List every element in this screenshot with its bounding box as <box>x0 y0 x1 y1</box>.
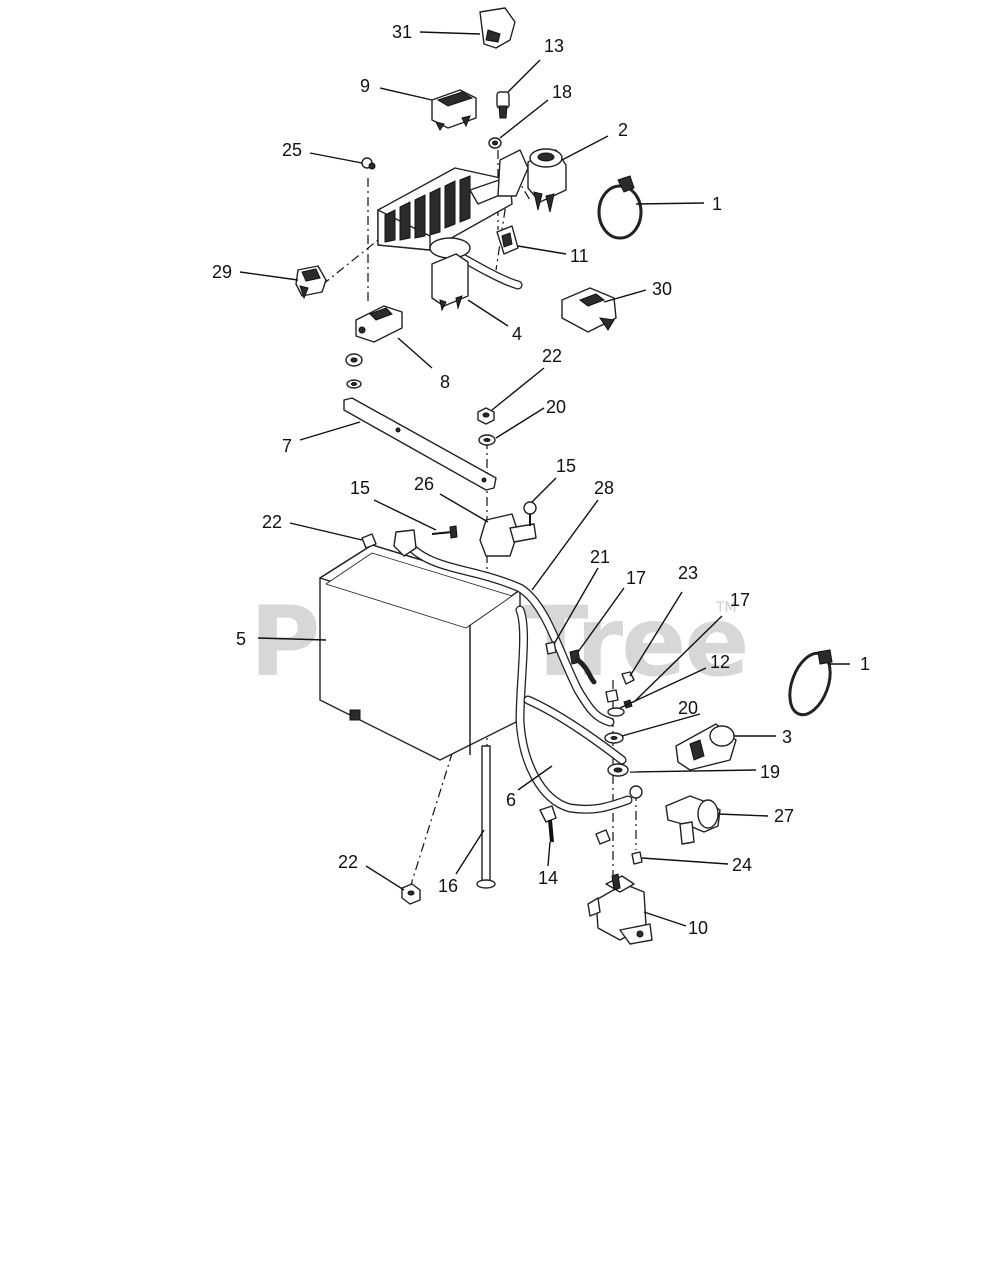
callout-20-top[interactable]: 20 <box>546 397 566 417</box>
callout-9[interactable]: 9 <box>360 76 370 96</box>
callout-17-left[interactable]: 17 <box>626 568 646 588</box>
callout-16[interactable]: 16 <box>438 876 458 896</box>
callout-17-right[interactable]: 17 <box>730 590 750 610</box>
callout-4[interactable]: 4 <box>512 324 522 344</box>
connector-part-11[interactable] <box>496 225 519 255</box>
switch-part-29[interactable] <box>295 265 327 300</box>
callout-25[interactable]: 25 <box>282 140 302 160</box>
callout-28[interactable]: 28 <box>594 478 614 498</box>
callout-18[interactable]: 18 <box>552 82 572 102</box>
callout-29[interactable]: 29 <box>212 262 232 282</box>
callout-14[interactable]: 14 <box>538 868 558 888</box>
callout-11[interactable]: 11 <box>570 246 589 266</box>
screw-part-15-right[interactable] <box>523 501 537 526</box>
callout-3[interactable]: 3 <box>782 727 792 747</box>
nut-part-18[interactable] <box>488 137 502 149</box>
bolt-part-16[interactable] <box>476 745 496 889</box>
terminal-boot-part-26[interactable] <box>479 513 537 557</box>
callout-22-top[interactable]: 22 <box>542 346 562 366</box>
nut-part-22-top[interactable] <box>477 407 495 425</box>
cable-tie-part-1-right[interactable] <box>782 648 838 720</box>
lock-washer-part-12[interactable] <box>607 707 625 717</box>
callout-31[interactable]: 31 <box>392 22 412 42</box>
bolt-part-15-left[interactable] <box>431 525 458 539</box>
callout-22-bottom[interactable]: 22 <box>338 852 358 872</box>
terminal-boot-part-27[interactable] <box>665 795 721 845</box>
terminal-boot-part-3[interactable] <box>675 723 737 771</box>
callout-1-right[interactable]: 1 <box>860 654 870 674</box>
callout-1-top[interactable]: 1 <box>712 194 722 214</box>
callout-26[interactable]: 26 <box>414 474 434 494</box>
watermark-trademark: TM <box>715 600 737 616</box>
battery-part-5[interactable] <box>319 544 521 761</box>
callout-21[interactable]: 21 <box>590 547 610 567</box>
callout-22-left[interactable]: 22 <box>262 512 282 532</box>
clip-part-25[interactable] <box>361 157 376 170</box>
callout-20-lower[interactable]: 20 <box>678 698 698 718</box>
cover-part-31[interactable] <box>479 7 516 49</box>
nut-part-22-bottom[interactable] <box>401 883 421 905</box>
nut-washer-part-8-stack[interactable] <box>345 353 363 389</box>
relay-part-4[interactable] <box>429 237 471 312</box>
module-part-30[interactable] <box>561 287 617 333</box>
callout-30[interactable]: 30 <box>652 279 672 299</box>
callout-24[interactable]: 24 <box>732 855 752 875</box>
callout-15-right[interactable]: 15 <box>556 456 576 476</box>
bolt-part-24[interactable] <box>631 851 643 865</box>
callout-15-left[interactable]: 15 <box>350 478 370 498</box>
nut-part-22-left[interactable] <box>361 533 377 549</box>
callout-6[interactable]: 6 <box>506 790 516 810</box>
harness-panel-block[interactable] <box>377 149 529 290</box>
rocker-switch-part-9[interactable] <box>431 89 477 131</box>
callout-2[interactable]: 2 <box>618 120 628 140</box>
washer-part-20-top[interactable] <box>478 434 496 446</box>
battery-cable-part-28[interactable] <box>393 529 615 727</box>
callout-23[interactable]: 23 <box>678 563 698 583</box>
hold-down-bar-part-7[interactable] <box>343 397 497 491</box>
nut-near-solenoid[interactable] <box>595 829 611 845</box>
bolt-part-14[interactable] <box>539 805 557 843</box>
callout-8[interactable]: 8 <box>440 372 450 392</box>
callout-5[interactable]: 5 <box>236 629 246 649</box>
callout-7[interactable]: 7 <box>282 436 292 456</box>
washer-part-20-lower[interactable] <box>604 732 624 744</box>
callout-12[interactable]: 12 <box>710 652 730 672</box>
callout-labels: 31 13 9 18 2 25 1 11 29 30 4 8 22 20 7 1… <box>212 22 870 938</box>
leader-lines <box>239 31 850 927</box>
bulb-part-13[interactable] <box>496 91 510 119</box>
callout-27[interactable]: 27 <box>774 806 794 826</box>
callout-10[interactable]: 10 <box>688 918 708 938</box>
solenoid-part-10[interactable] <box>587 873 653 945</box>
cable-tie-part-1-top[interactable] <box>597 175 643 240</box>
callout-19[interactable]: 19 <box>760 762 780 782</box>
assembly-axes <box>321 150 637 889</box>
ignition-switch-part-2[interactable] <box>527 148 567 213</box>
nut-part-21[interactable] <box>545 641 557 655</box>
bracket-part-8[interactable] <box>355 305 403 343</box>
terminal-part-17-left[interactable] <box>569 649 597 685</box>
washer-part-19[interactable] <box>607 763 629 777</box>
ground-cable-part-6[interactable] <box>515 605 643 814</box>
callout-13[interactable]: 13 <box>544 36 564 56</box>
